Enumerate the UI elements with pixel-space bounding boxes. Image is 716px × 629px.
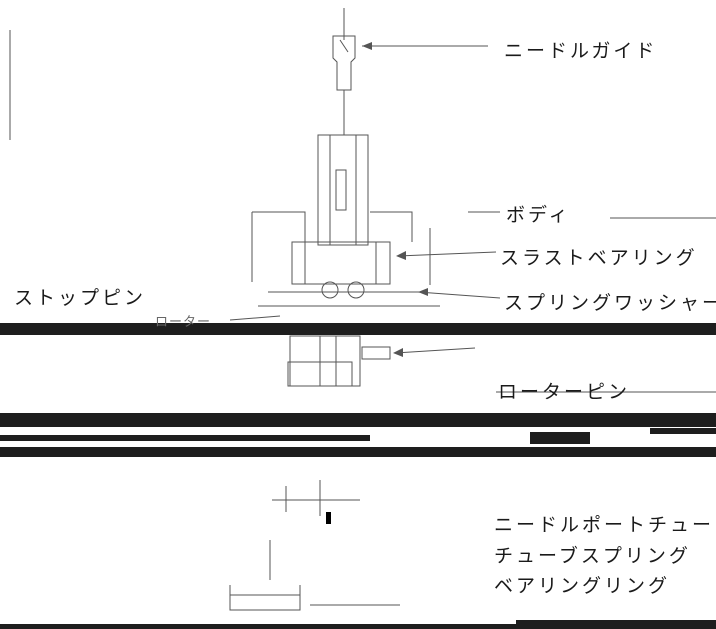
scan-band-5 <box>530 432 590 444</box>
bearing-ring-part <box>229 585 301 611</box>
needle-guide-arrowhead <box>362 42 372 50</box>
needle-port-tube-label: ニードルポートチュー <box>494 514 715 536</box>
scan-band-2 <box>0 413 716 427</box>
rotor-leader <box>229 315 281 321</box>
port-mark <box>326 512 331 524</box>
scan-band-6 <box>650 428 716 434</box>
body-flange <box>251 211 431 285</box>
needle-guide-mark <box>339 39 349 53</box>
thrust-bearing-label: スラストベアリング <box>500 247 698 269</box>
spring-washer-label: スプリングワッシャー <box>504 292 716 314</box>
scan-band <box>0 323 716 335</box>
scan-band-4 <box>0 447 716 457</box>
spring-washer-leader <box>417 291 501 299</box>
rotor-pin-part <box>361 346 391 360</box>
body-label: ボディ <box>506 204 571 226</box>
thrust-bearing-part <box>291 241 391 285</box>
thrust-bearing-arrowhead <box>396 251 406 260</box>
needle-guide-label: ニードルガイド <box>504 40 658 62</box>
rotor-column <box>289 335 361 387</box>
needle-port-tube-part <box>272 480 360 516</box>
bearing-ring-label: ベアリングリング <box>494 575 671 597</box>
stop-pin-label: ストップピン <box>14 287 147 309</box>
bearing-ball-right <box>347 281 365 299</box>
scan-band-7 <box>516 620 716 624</box>
rotor-pin-leader <box>394 347 476 354</box>
scan-band-8 <box>0 624 716 629</box>
body-column <box>317 134 369 246</box>
rotor-pin-label: ローターピン <box>498 381 631 403</box>
tube-spring-label: チューブスプリング <box>494 545 691 567</box>
thrust-bearing-leader <box>397 251 497 257</box>
rotor-label: ローター <box>155 315 212 330</box>
rotor-pin-arrowhead <box>393 348 403 357</box>
scan-band-3 <box>0 435 370 441</box>
needle-guide-part <box>332 35 356 91</box>
bearing-ball <box>321 281 339 299</box>
body-slot <box>335 169 347 211</box>
rotor-base <box>287 361 353 387</box>
spring-washer-arrowhead <box>418 288 428 296</box>
